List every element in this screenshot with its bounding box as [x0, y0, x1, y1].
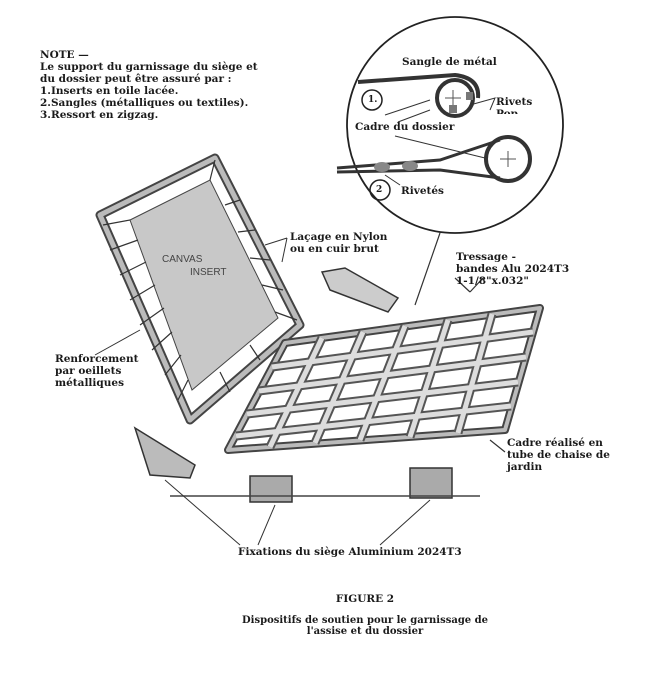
renforcement-line: par oeillets — [55, 365, 122, 377]
pop-text: Pop — [496, 108, 518, 114]
note-line: 2.Sangles (métalliques ou textiles). — [40, 97, 249, 109]
note-block: NOTE — Le support du garnissage du siège… — [40, 49, 258, 121]
tressage-line: bandes Alu 2024T3 — [456, 263, 570, 275]
lacage-line: Laçage en Nylon — [290, 231, 388, 243]
detail-number-1: 1. — [368, 95, 378, 105]
cadre-line: Cadre réalisé en — [507, 437, 603, 449]
fixations-label: Fixations du siège Aluminium 2024T3 — [238, 546, 462, 558]
seat-fixations — [133, 426, 480, 546]
note-line: du dossier peut être assuré par : — [40, 73, 232, 85]
lacage-line: ou en cuir brut — [290, 243, 379, 255]
figure-caption: Dispositifs de soutien pour le garnissag… — [0, 615, 650, 637]
caption-line: l'assise et du dossier — [306, 626, 424, 637]
renforcement-line: Renforcement — [55, 353, 139, 365]
caption-line: Dispositifs de soutien pour le garnissag… — [241, 615, 489, 626]
tressage-line: Tressage - — [456, 251, 516, 263]
note-line: 3.Ressort en zigzag. — [40, 109, 159, 121]
cadre-dossier-label: Cadre du dossier — [355, 121, 455, 133]
strap-seat-frame — [224, 304, 544, 454]
insert-text: INSERT — [190, 267, 227, 278]
canvas-insert-frame — [95, 153, 305, 425]
tressage-line: 1-1/8"x.032" — [456, 275, 529, 287]
cadre-line: jardin — [507, 461, 543, 473]
note-line: 1.Inserts en toile lacée. — [40, 85, 179, 97]
canvas-text: CANVAS — [162, 254, 203, 265]
bracket-piece — [320, 267, 400, 313]
cadre-line: tube de chaise de — [507, 449, 610, 461]
note-line: Le support du garnissage du siège et — [40, 61, 258, 73]
rivets-text: Rivets — [496, 96, 533, 108]
figure-title: FIGURE 2 — [335, 593, 395, 605]
detail-number-2: 2 — [376, 185, 383, 195]
sangle-label: Sangle de métal — [402, 56, 497, 68]
renforcement-line: métalliques — [55, 377, 124, 389]
rivetes-label: Rivetés — [401, 185, 444, 197]
detail-circle — [336, 16, 564, 234]
note-title: NOTE — — [40, 49, 89, 61]
